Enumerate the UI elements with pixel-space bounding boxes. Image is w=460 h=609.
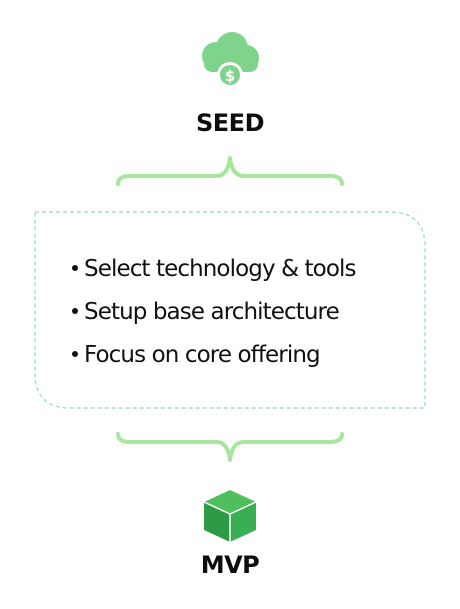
content-box: [34, 211, 426, 409]
mvp-label: MVP: [200, 551, 260, 579]
svg-text:$: $: [225, 67, 235, 85]
cube-icon: [203, 490, 257, 542]
list-item-text: Select technology & tools: [84, 256, 356, 282]
seed-label: SEED: [196, 109, 265, 137]
list-item: Focus on core offering: [72, 334, 356, 377]
cloud-dollar-icon: $: [202, 32, 259, 88]
bullet-dot: [72, 350, 78, 357]
list-item: Select technology & tools: [72, 248, 356, 291]
bottom-brace-icon: [116, 432, 344, 462]
top-brace-icon: [116, 156, 344, 186]
list-item-text: Focus on core offering: [84, 342, 321, 368]
bullet-dot: [72, 264, 78, 271]
list-item: Setup base architecture: [72, 291, 356, 334]
bullet-dot: [72, 307, 78, 314]
bullet-list: Select technology & tools Setup base arc…: [72, 248, 356, 377]
list-item-text: Setup base architecture: [84, 299, 340, 325]
